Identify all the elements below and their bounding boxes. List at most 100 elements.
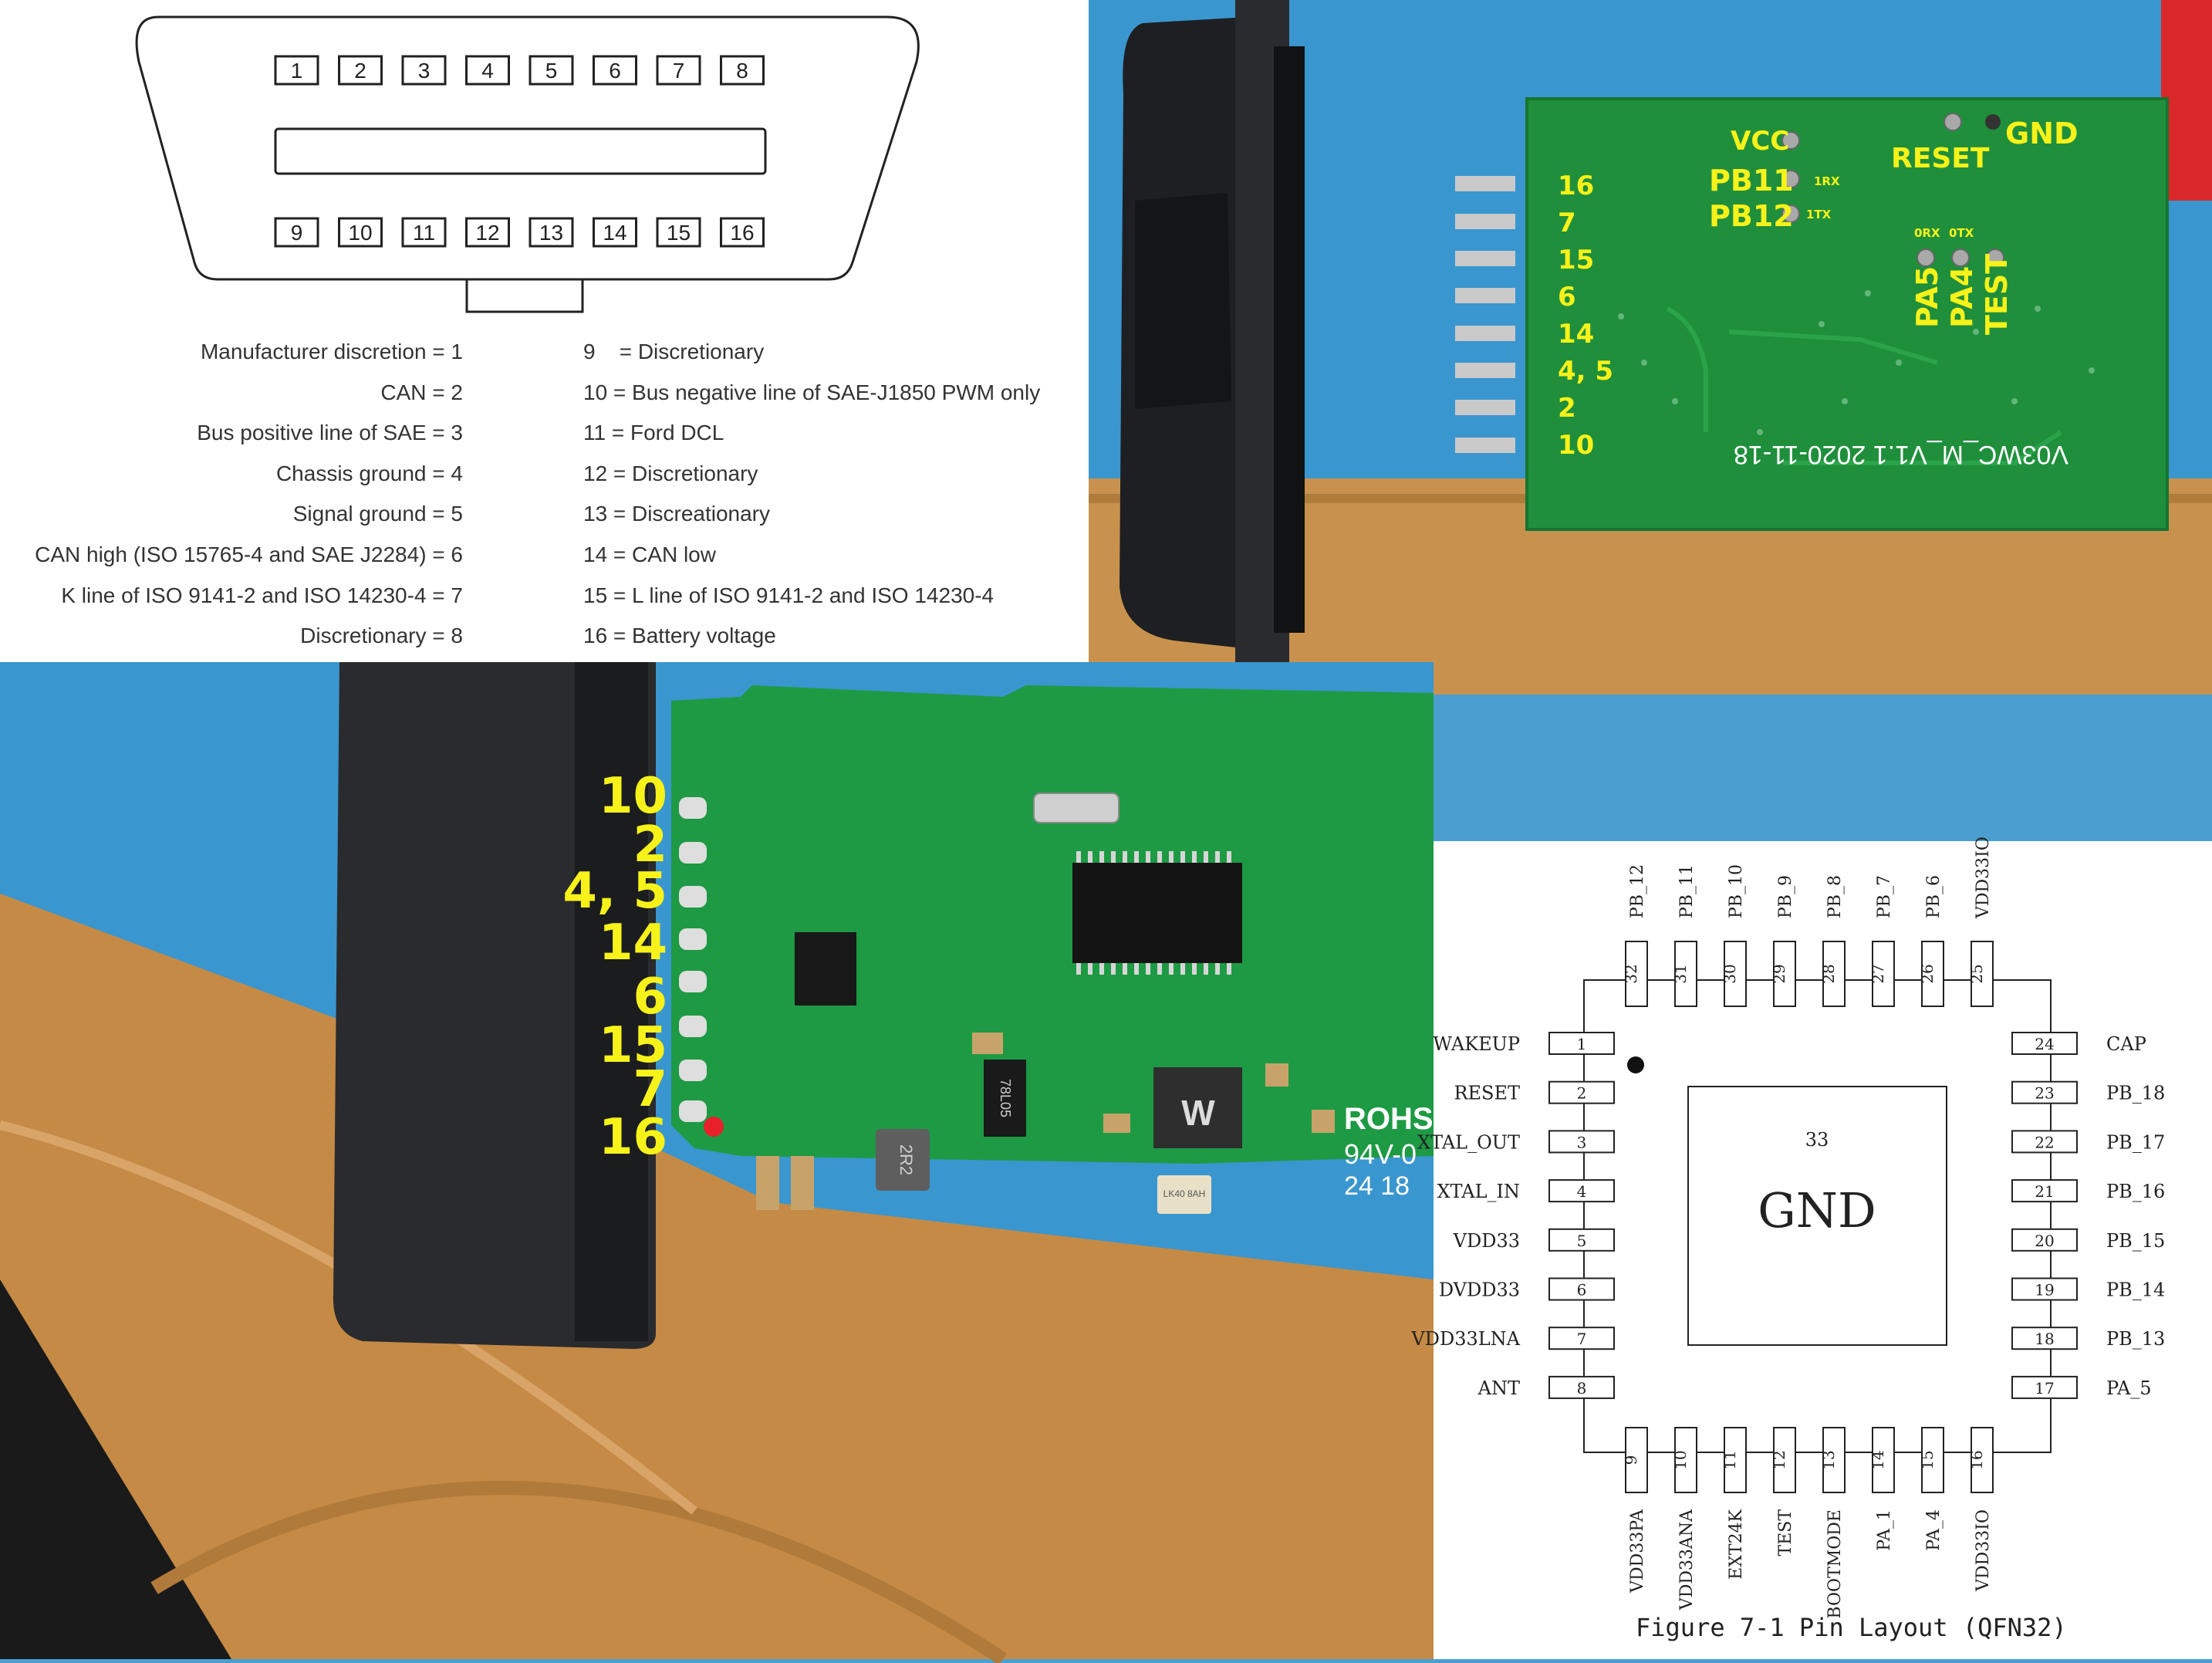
obd-legend-item: 9 = Discretionary [583,340,765,363]
qfn-pin-name: PA_5 [2106,1377,2152,1399]
qfn-pin-name: VDD33LNA [1410,1328,1520,1350]
qfn-pin-name: PB_17 [2106,1131,2165,1153]
qfn-pin-pad [1921,941,1944,1007]
qfn-pin-pad [2011,1375,2078,1399]
pcb-back-pin-label: 2 [1558,393,1576,424]
qfn-pin-number: 12 [1770,1450,1788,1469]
qfn-pin-number: 6 [1577,1281,1587,1300]
obd-pin-box [529,217,574,248]
obd-pin-box [465,217,510,248]
pa5-pad-label: PA5 [1910,266,1944,328]
qfn-pin-name: PB_6 [1924,875,1944,918]
obd-pin-number: 1 [291,59,303,83]
pcb-front-pin-label: 15 [599,1017,667,1074]
qfn-pin-pad [1548,1032,1615,1055]
obd-pin-box [401,217,447,248]
qfn-pin-pad [1971,941,1994,1007]
test-pad-label: TEST [1980,254,2014,335]
qfn-pin-number: 4 [1577,1182,1587,1201]
qfn-pin-pad [1773,1427,1796,1493]
pcb-front-photo-panel: W 2R2 78L05 LK40 8AH 10 2 4, 5 14 [0,662,1434,1663]
vcc-pad-label: VCC [1731,126,1789,157]
qfn-pin-number: 11 [1721,1450,1739,1469]
pcb-back-pin-label: 6 [1558,282,1576,313]
obd-pin-box [593,55,637,86]
rx0-label: 0RX [1914,226,1940,240]
qfn-pin-pad [1724,941,1747,1007]
qfn-pin-pad [1625,941,1648,1007]
qfn-pin-pad [1674,1427,1697,1493]
qfn-pin-number: 10 [1671,1450,1690,1469]
obd-pin-box [274,55,319,86]
pcb-front-pin-label: 14 [599,914,667,972]
qfn-pin-number: 3 [1577,1133,1587,1151]
obd-pin-number: 9 [291,221,303,245]
qfn-pin-number: 18 [2035,1330,2054,1348]
pcb-back-pin-label: 4, 5 [1558,356,1613,387]
usb-bridge-chip [1072,863,1242,963]
qfn-pin-pad [2011,1327,2078,1350]
component-mark-lk40: LK40 8AH [1163,1188,1206,1199]
obd-pin-box [401,55,447,86]
obd-pin-number: 2 [354,59,366,83]
qfn-pin-name: PB_14 [2106,1279,2165,1301]
obd-legend-item: 10 = Bus negative line of SAE-J1850 PWM … [583,380,1041,404]
obd-pin-number: 3 [418,59,431,83]
obd-legend-item: K line of ISO 9141-2 and ISO 14230-4 = 7 [61,583,463,607]
qfn-pin-name: PB_8 [1825,875,1845,918]
obd-connector-outline [135,15,920,281]
exposed-pad-label: GND [1758,1182,1876,1239]
date-code-mark: 24 18 [1344,1171,1410,1201]
qfn-pin-pad [1625,1427,1648,1493]
rx1-label: 1RX [1814,174,1840,188]
pcb-front-pin-label: 6 [633,968,667,1026]
pa4-pad-label: PA4 [1945,266,1979,328]
qfn-pin-name: VDD33IO [1974,1509,1993,1592]
obd-legend-item: CAN high (ISO 15765-4 and SAE J2284) = 6 [35,542,463,566]
qfn-pin-name: DVDD33 [1439,1279,1520,1301]
pcb-front-board [671,685,1434,1164]
obd-legend-item: Chassis ground = 4 [275,461,463,485]
qfn-pin-pad [2011,1032,2078,1055]
qfn-pin-name: VDD33IO [1974,837,1993,919]
reset-pad-label: RESET [1891,143,1990,174]
qfn-pin-number: 7 [1577,1330,1587,1348]
qfn-pin-pad [1674,941,1697,1007]
obd-legend-item: 12 = Discretionary [583,461,758,485]
pcb-front-pin-label: 10 [599,768,667,825]
qfn-pin-pad [2011,1277,2078,1301]
qfn-pin-pad [1548,1375,1615,1399]
qfn-pin-number: 17 [2035,1379,2054,1398]
qfn-pin-name: PB_10 [1727,864,1746,918]
obd-pin-box [720,55,765,86]
qfn-pin-name: PA_4 [1924,1509,1944,1551]
qfn-pin-number: 26 [1918,964,1937,983]
obd-pin-number: 7 [673,59,685,83]
pcb-back-pin-label: 7 [1558,208,1576,238]
svg-text:W: W [1181,1093,1215,1133]
qfn-pin-name: PB_16 [2106,1181,2165,1202]
qfn-pin-name: ANT [1477,1377,1520,1399]
qfn-pin-pad [1548,1130,1615,1154]
qfn-pin-number: 21 [2035,1182,2054,1201]
qfn-pin-pad [1872,941,1895,1007]
pin16-marker [704,1117,724,1137]
pcb-front-pin-label: 7 [633,1061,667,1118]
obd-legend-right: 9 = Discretionary 10 = Bus negative line … [583,332,1085,657]
qfn-pin-number: 28 [1819,964,1838,983]
tx0-label: 0TX [1949,226,1974,240]
qfn-pin-number: 20 [2035,1232,2054,1250]
qfn-pin-number: 8 [1577,1379,1587,1398]
qfn-pin-pad [1548,1179,1615,1203]
qfn-pin-name: VDD33PA [1628,1509,1647,1594]
obd-legend-item: 14 = CAN low [583,542,716,566]
obd-legend-item: 15 = L line of ISO 9141-2 and ISO 14230-… [583,583,995,607]
qfn-pin-name: RESET [1454,1083,1520,1104]
pcb-front-photo: W 2R2 78L05 LK40 8AH 10 2 4, 5 14 [0,662,1434,1663]
obd-pin-box [656,217,701,248]
pcb-back-board [1527,99,2167,529]
qfn-pin-number: 31 [1671,964,1690,983]
